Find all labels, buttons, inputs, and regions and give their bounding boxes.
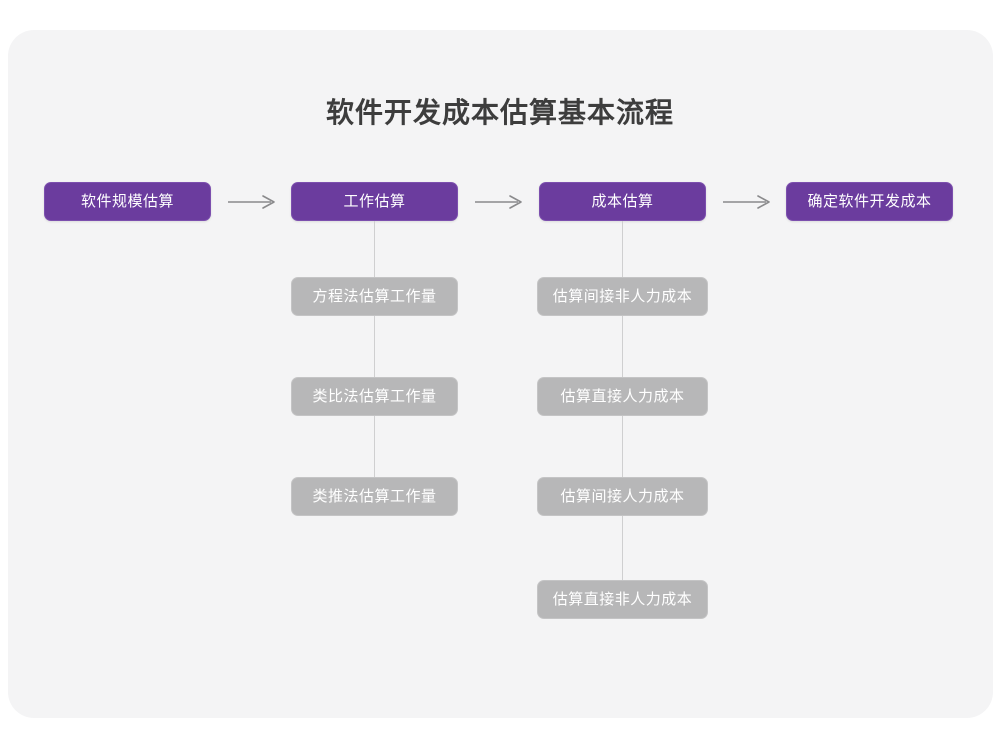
arrow-right-icon-2	[474, 192, 526, 212]
flow-node-software-scale-estimation[interactable]: 软件规模估算	[44, 182, 211, 221]
arrow-right-icon-3	[722, 192, 774, 212]
branch-node-direct-labor-cost[interactable]: 估算直接人力成本	[537, 377, 708, 416]
page-title: 软件开发成本估算基本流程	[325, 97, 674, 128]
branch-trunk-line-effort	[374, 221, 375, 497]
diagram-card-background	[8, 30, 993, 718]
flow-node-determine-development-cost[interactable]: 确定软件开发成本	[786, 182, 953, 221]
branch-node-direct-nonlabor-cost[interactable]: 估算直接非人力成本	[537, 580, 708, 619]
arrow-right-icon-1	[227, 192, 279, 212]
flow-node-effort-estimation[interactable]: 工作估算	[291, 182, 458, 221]
branch-node-indirect-labor-cost[interactable]: 估算间接人力成本	[537, 477, 708, 516]
branch-node-indirect-nonlabor-cost[interactable]: 估算间接非人力成本	[537, 277, 708, 316]
flow-node-cost-estimation[interactable]: 成本估算	[539, 182, 706, 221]
branch-node-analogy-method-effort[interactable]: 类比法估算工作量	[291, 377, 458, 416]
branch-node-inference-method-effort[interactable]: 类推法估算工作量	[291, 477, 458, 516]
branch-node-equation-method-effort[interactable]: 方程法估算工作量	[291, 277, 458, 316]
